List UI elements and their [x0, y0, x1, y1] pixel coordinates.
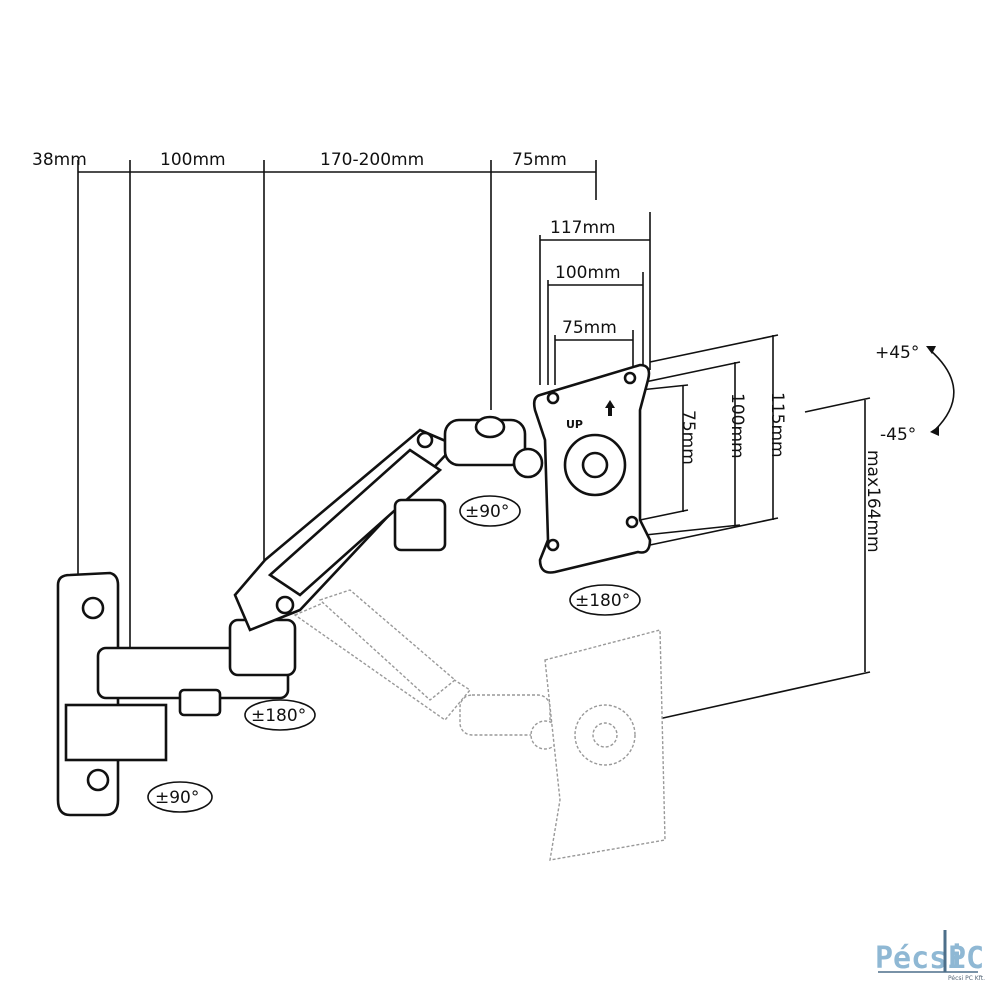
- plate-width-lines: [539, 212, 651, 385]
- dim-vertical-75mm: 75mm: [678, 410, 698, 465]
- rotation-wall-swivel: ±90°: [147, 781, 213, 813]
- plate-up-marking: UP: [566, 418, 583, 431]
- dim-100mm: 100mm: [160, 150, 226, 170]
- watermark-logo: Pécsi PC Pécsi PC Kft.: [875, 930, 985, 982]
- top-dimension-lines: [77, 160, 597, 650]
- rotation-arm-swivel: ±180°: [244, 699, 316, 731]
- dim-plate-75mm: 75mm: [562, 318, 617, 338]
- tilt-minus-45: -45°: [880, 425, 916, 445]
- up-arrow-icon: [605, 400, 615, 416]
- tilt-arc-icon: [929, 349, 955, 431]
- arrow-down-icon: [930, 426, 939, 436]
- tilt-head: [443, 415, 544, 479]
- dim-75mm: 75mm: [512, 150, 567, 170]
- svg-text:±180°: ±180°: [251, 706, 306, 726]
- dim-max164mm: max164mm: [863, 450, 883, 553]
- gas-spring-arm: [233, 428, 458, 632]
- arrow-up-icon: [926, 346, 936, 354]
- height-adjust-lines: [644, 397, 871, 723]
- dim-170-200mm: 170-200mm: [320, 150, 424, 170]
- plate-height-lines: [639, 334, 779, 546]
- svg-text:PC: PC: [948, 941, 984, 976]
- svg-text:±90°: ±90°: [465, 502, 509, 522]
- lowered-arm-ghost: [293, 589, 666, 861]
- dim-117mm: 117mm: [550, 218, 616, 238]
- dim-vertical-100mm: 100mm: [727, 393, 747, 459]
- dim-vertical-115mm: 115mm: [767, 392, 787, 458]
- dim-38mm: 38mm: [32, 150, 87, 170]
- wall-plate: [56, 571, 168, 817]
- svg-text:Pécsi PC Kft.: Pécsi PC Kft.: [948, 975, 985, 982]
- vesa-plate: [532, 363, 652, 574]
- svg-text:±180°: ±180°: [575, 591, 630, 611]
- tilt-plus-45: +45°: [875, 343, 919, 363]
- rotation-plate: ±180°: [569, 584, 641, 616]
- dim-plate-100mm: 100mm: [555, 263, 621, 283]
- first-arm: [96, 618, 297, 717]
- svg-text:±90°: ±90°: [155, 788, 199, 808]
- svg-text:Pécsi: Pécsi: [875, 941, 965, 976]
- rotation-head-swivel: ±90°: [459, 495, 521, 527]
